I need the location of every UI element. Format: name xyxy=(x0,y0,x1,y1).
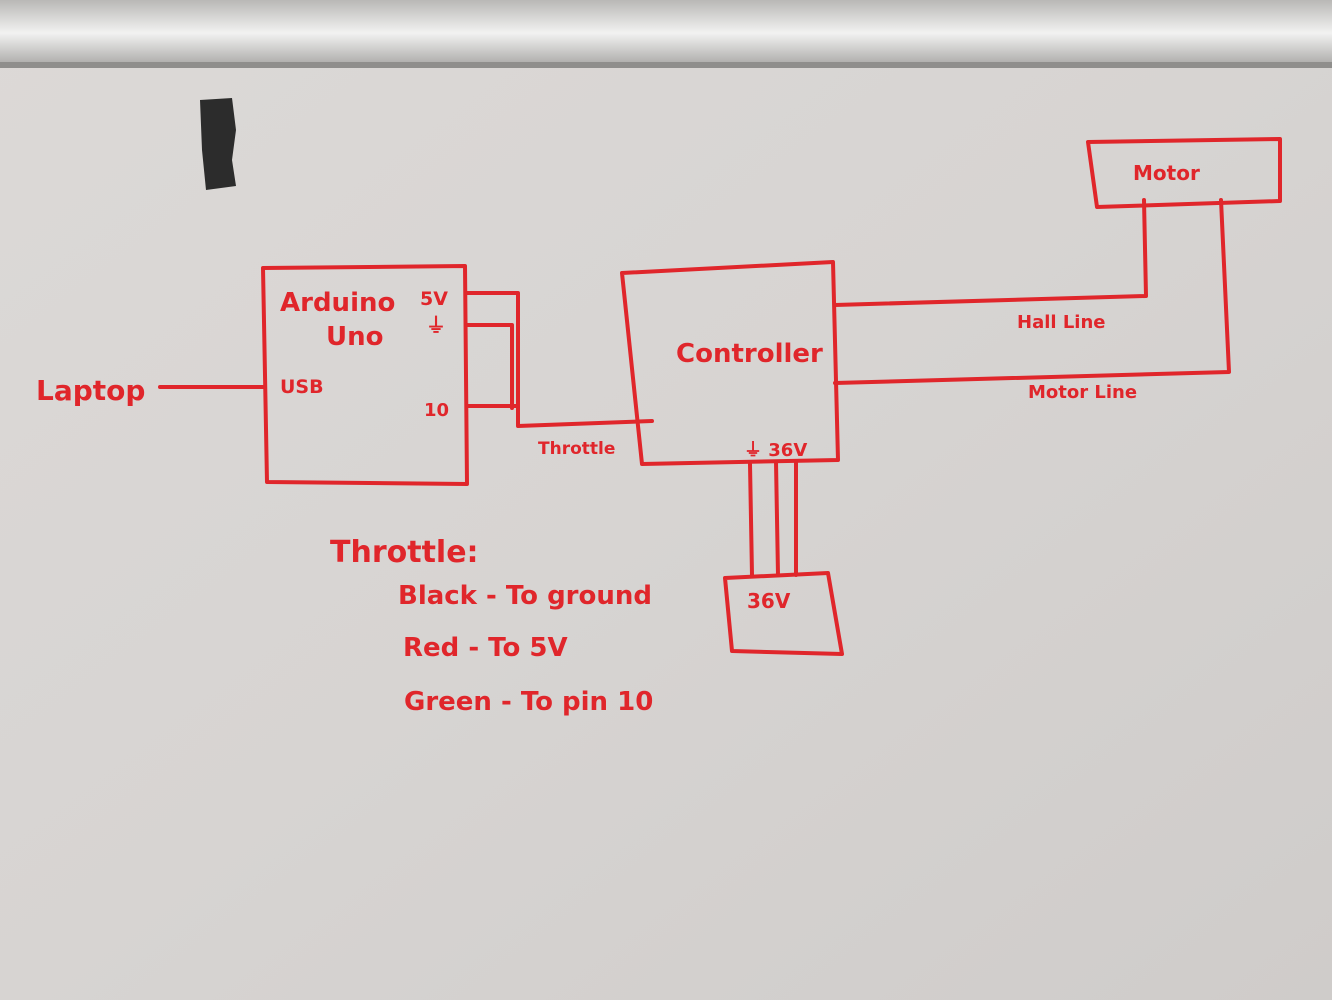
hall-line-label: Hall Line xyxy=(1017,312,1105,333)
arduino-title-line2: Uno xyxy=(326,322,383,352)
battery-box xyxy=(723,571,844,656)
battery-label: 36V xyxy=(747,589,791,613)
arduino-box xyxy=(261,264,469,486)
hall-line-wire xyxy=(833,198,1148,307)
controller-label: Controller xyxy=(676,339,823,369)
battery-wire-2 xyxy=(774,460,780,577)
arduino-pin-5v: 5V xyxy=(420,288,448,310)
motor-box xyxy=(1086,137,1282,209)
motor-label: Motor xyxy=(1133,161,1200,185)
board-top-frame xyxy=(0,0,1332,66)
arduino-pin-gnd: ⏚ xyxy=(426,313,446,337)
battery-wire-1 xyxy=(748,462,754,577)
throttle-wire-label: Throttle xyxy=(538,439,615,459)
notes-line-black: Black - To ground xyxy=(398,581,652,611)
notes-line-green: Green - To pin 10 xyxy=(404,687,653,717)
motor-line-label: Motor Line xyxy=(1028,382,1137,403)
motor-line-wire xyxy=(833,198,1231,385)
notes-line-red: Red - To 5V xyxy=(403,633,568,663)
notes-heading: Throttle: xyxy=(330,535,479,570)
arduino-pin-usb: USB xyxy=(280,376,324,398)
controller-box xyxy=(620,260,840,466)
wire-5v xyxy=(465,291,654,428)
arduino-pin-10: 10 xyxy=(424,400,449,421)
wire-gnd xyxy=(465,323,514,410)
board-top-frame-edge xyxy=(0,62,1332,68)
arduino-title-line1: Arduino xyxy=(280,288,395,318)
controller-power-label: ⏚ 36V xyxy=(744,440,807,461)
marker-smudge xyxy=(200,98,236,190)
laptop-label: Laptop xyxy=(36,374,145,407)
